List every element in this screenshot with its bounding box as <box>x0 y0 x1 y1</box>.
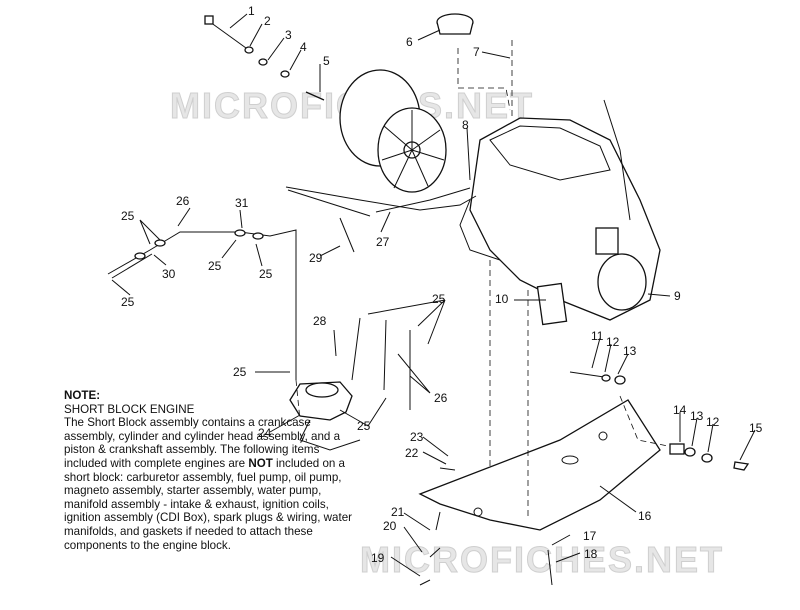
short-block-note: NOTE: SHORT BLOCK ENGINE The Short Block… <box>64 389 364 552</box>
callout-12b: 12 <box>706 415 720 429</box>
callout-14: 14 <box>673 403 687 417</box>
callout-21: 21 <box>391 505 405 519</box>
callout-5: 5 <box>323 54 330 68</box>
callout-25-filter-left: 25 <box>208 259 222 273</box>
callout-19: 19 <box>371 551 385 565</box>
callout-17: 17 <box>583 529 597 543</box>
callout-15: 15 <box>749 421 763 435</box>
fuel-line-drawing <box>107 229 297 380</box>
callout-13b: 13 <box>690 409 704 423</box>
callout-25-hoses: 25 <box>432 292 446 306</box>
callout-28: 28 <box>313 314 327 328</box>
callout-30: 30 <box>162 267 176 281</box>
callout-25-filter-right: 25 <box>259 267 273 281</box>
callout-9: 9 <box>674 289 681 303</box>
note-title: NOTE: <box>64 389 101 402</box>
callout-4: 4 <box>300 40 307 54</box>
note-body-end: included on a short block: carburetor as… <box>64 456 353 552</box>
callout-23: 23 <box>410 430 424 444</box>
callout-20: 20 <box>383 519 397 533</box>
watermark-bottom: MICROFICHES.NET <box>360 539 724 580</box>
callout-3: 3 <box>285 28 292 42</box>
callout-27: 27 <box>376 235 390 249</box>
leader-lines <box>111 13 756 577</box>
bolt-assembly-drawing <box>204 15 325 101</box>
mounting-plate-drawing <box>418 399 661 531</box>
callout-24: 24 <box>258 426 272 440</box>
callout-7: 7 <box>473 45 480 59</box>
callout-31: 31 <box>235 196 249 210</box>
cap-drawing <box>436 13 474 35</box>
recoil-starter-drawing <box>339 69 447 193</box>
callout-labels: 1 2 3 4 5 6 7 8 9 10 11 12 13 14 13 12 1… <box>121 4 763 565</box>
callout-22: 22 <box>405 446 419 460</box>
callout-6: 6 <box>406 35 413 49</box>
callout-16: 16 <box>638 509 652 523</box>
note-body: The Short Block assembly contains a cran… <box>64 416 364 552</box>
callout-8: 8 <box>462 118 469 132</box>
callout-25-pump-inlet: 25 <box>233 365 247 379</box>
callout-13a: 13 <box>623 344 637 358</box>
note-body-start: The Short Block assembly contains a cran… <box>64 416 341 470</box>
callout-12a: 12 <box>606 335 620 349</box>
note-heading: SHORT BLOCK ENGINE <box>64 402 195 416</box>
callout-25-line-end: 25 <box>121 295 135 309</box>
callout-11: 11 <box>591 329 604 343</box>
callout-10: 10 <box>495 292 509 306</box>
callout-26-fuel-line: 26 <box>176 194 190 208</box>
callout-26-pump-hoses: 26 <box>434 391 448 405</box>
fuel-pump-drawing <box>289 317 411 451</box>
hardware-right-drawing <box>419 371 750 586</box>
callout-25-fuel-left: 25 <box>121 209 135 223</box>
callout-25-pump-clamps: 25 <box>357 419 371 433</box>
callout-29: 29 <box>309 251 323 265</box>
callout-2: 2 <box>264 14 271 28</box>
callout-1: 1 <box>248 4 255 18</box>
engine-block-drawing <box>459 117 661 326</box>
note-body-emphasis: NOT <box>248 456 273 470</box>
callout-18: 18 <box>584 547 598 561</box>
